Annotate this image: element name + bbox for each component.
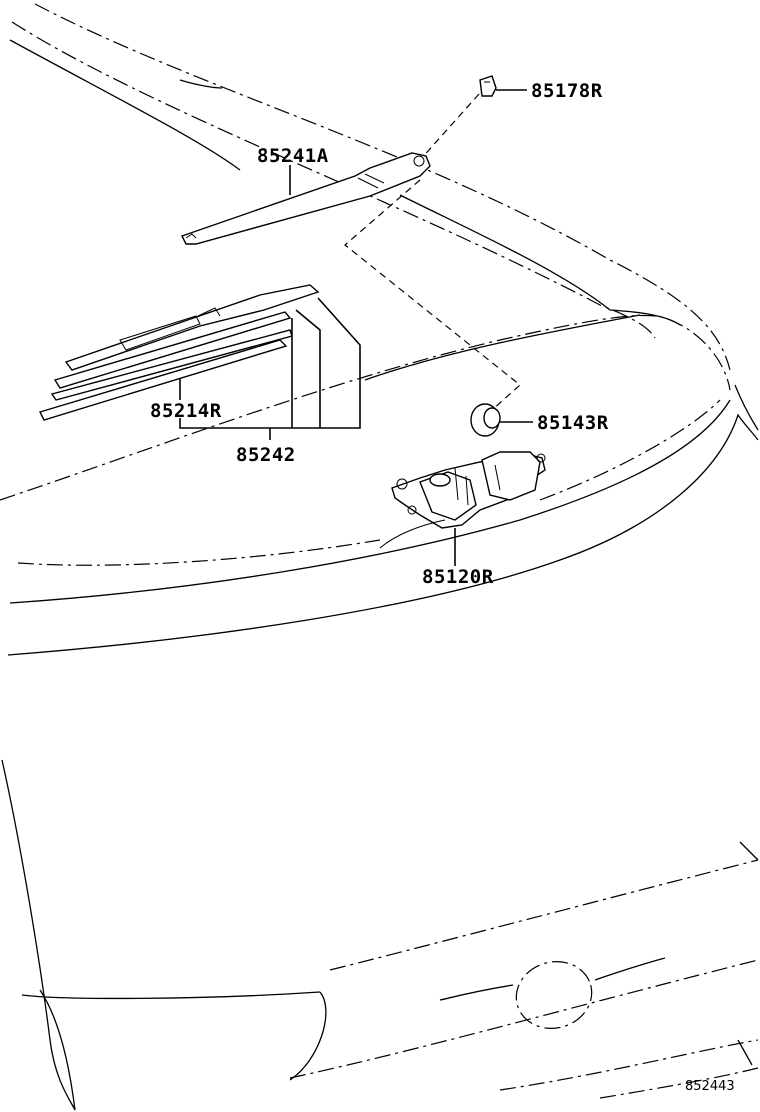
motor-housing: [481, 451, 541, 501]
guide-cap-to-arm: [419, 93, 480, 161]
tailgate-bottom-dash-2: [599, 1067, 759, 1099]
label-85214R: 85214R: [150, 400, 222, 422]
label-85242: 85242: [236, 444, 296, 466]
grommet-inner: [483, 407, 501, 429]
hatch-lower-line: [7, 413, 759, 656]
hatch-garnish-dash: [17, 539, 381, 566]
emblem-line-right: [594, 957, 666, 981]
roof-inner-line: [11, 21, 656, 339]
guide-arm-to-seal: [344, 179, 521, 411]
hatch-right-corner: [734, 384, 759, 431]
roof-solid-line-2: [179, 79, 223, 89]
vehicle-body-outline: [0, 3, 759, 1111]
leaders-blade: [179, 297, 361, 440]
wiper-blade-85242: [50, 284, 320, 401]
figure-reference-number: 852443: [685, 1079, 735, 1094]
blade-rubber-85214R: [39, 339, 288, 421]
motor-shaft-boss: [429, 473, 451, 487]
cap-85178R: [479, 75, 497, 97]
blade-lower-strip: [53, 311, 292, 389]
tailgate-lower-panel: [289, 991, 327, 1081]
tailgate-mid-dash: [329, 859, 759, 971]
emblem-outline: [515, 961, 593, 1029]
rubber-insert: [39, 339, 288, 421]
assembly-guides: [344, 93, 521, 411]
tailgate-bottom-dash: [499, 1039, 759, 1091]
left-bumper-line: [39, 989, 76, 1111]
rear-glass-lower-line: [0, 314, 731, 501]
hatch-garnish-dash-2: [539, 399, 721, 501]
glass-upper-line: [399, 194, 681, 326]
tailgate-right-tick: [737, 1039, 753, 1066]
tailgate-corner-right: [739, 841, 759, 861]
label-85241A: 85241A: [257, 145, 329, 167]
wiper-motor-85120R: [379, 451, 546, 549]
left-side-panel-2: [21, 991, 321, 1000]
emblem-line-left: [439, 984, 514, 1001]
left-side-panel: [1, 759, 76, 1111]
tailgate-lower-dash: [289, 959, 759, 1079]
roof-solid-line: [9, 39, 241, 171]
grommet-85143R: [470, 403, 501, 437]
label-85120R: 85120R: [422, 566, 494, 588]
label-85178R: 85178R: [531, 80, 603, 102]
wiper-arm-85241A: [181, 152, 431, 245]
cap-body: [479, 75, 497, 97]
label-85143R: 85143R: [537, 412, 609, 434]
spoiler-edge: [364, 314, 641, 381]
hatch-garnish-upper: [9, 399, 731, 604]
roof-edge-line: [34, 3, 731, 371]
